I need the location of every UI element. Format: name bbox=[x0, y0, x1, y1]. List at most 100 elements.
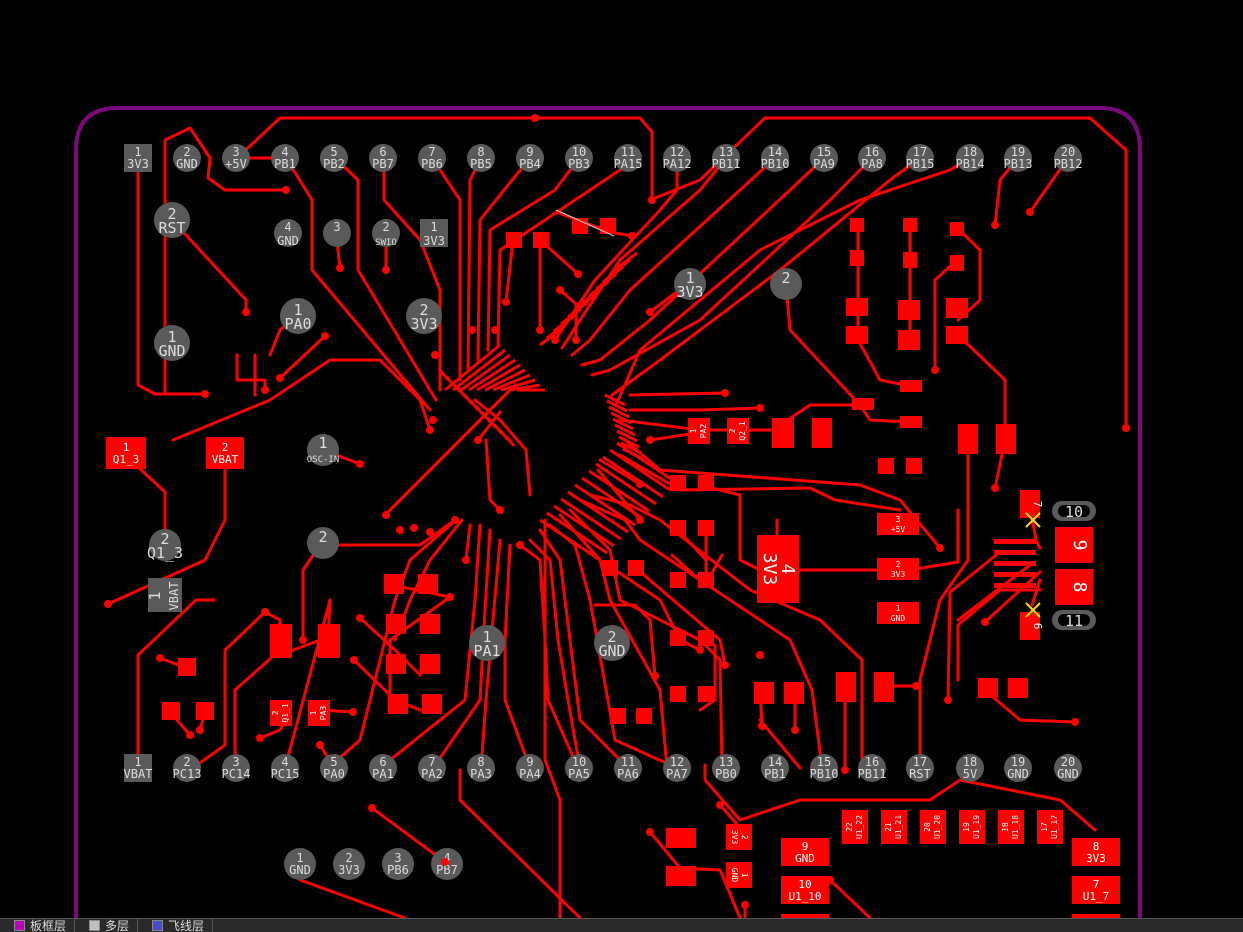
smd-pad[interactable] bbox=[670, 572, 686, 588]
usb-shield-pin-11[interactable]: 11 bbox=[1052, 610, 1096, 630]
smd-pad[interactable] bbox=[602, 560, 618, 576]
smd-pad[interactable] bbox=[670, 475, 686, 491]
smd-pad[interactable] bbox=[950, 255, 964, 271]
smd-pad[interactable] bbox=[772, 418, 794, 448]
usb-pin-7[interactable]: 7 bbox=[1020, 490, 1044, 518]
smd-pad[interactable] bbox=[898, 330, 920, 350]
smd-pad[interactable] bbox=[610, 708, 626, 724]
smd-pad[interactable] bbox=[950, 222, 964, 236]
smd-pad[interactable] bbox=[958, 424, 978, 454]
layer-tab-1[interactable]: 多层 bbox=[75, 919, 139, 932]
smd-pad[interactable] bbox=[946, 326, 968, 344]
smd-pad[interactable] bbox=[900, 380, 922, 392]
smd-pad[interactable] bbox=[388, 694, 408, 714]
smd-pad[interactable] bbox=[178, 658, 196, 676]
usb-pin-6[interactable]: 6 bbox=[1020, 612, 1044, 640]
smd-pad[interactable] bbox=[670, 520, 686, 536]
testpoint-2-b[interactable]: 2 bbox=[307, 527, 339, 559]
smd-pad[interactable] bbox=[384, 574, 404, 594]
usb-shield-pin-10[interactable]: 10 bbox=[1052, 501, 1096, 521]
smd-pad[interactable] bbox=[420, 654, 440, 674]
smd-pad[interactable] bbox=[600, 218, 616, 234]
smd-pad[interactable] bbox=[162, 702, 180, 720]
smd-pad[interactable] bbox=[1008, 678, 1028, 698]
smd-pad[interactable] bbox=[670, 686, 686, 702]
smd-pad[interactable] bbox=[422, 694, 442, 714]
smd-pad[interactable] bbox=[836, 672, 856, 702]
layer-tab-0[interactable]: 板框层 bbox=[0, 919, 76, 932]
testpoint-q1-3[interactable]: 2Q1_3 bbox=[147, 529, 183, 562]
smd-reg-5v[interactable]: 3+5V bbox=[877, 513, 919, 535]
smd-pad[interactable] bbox=[850, 250, 864, 266]
smd-pad[interactable] bbox=[670, 630, 686, 646]
smd-pad[interactable] bbox=[812, 418, 832, 448]
smd-pad[interactable] bbox=[628, 560, 644, 576]
smd-pad[interactable] bbox=[874, 672, 894, 702]
layer-tab-2[interactable]: 飞线层 bbox=[138, 919, 214, 932]
smd-pad[interactable] bbox=[420, 614, 440, 634]
smd-pad[interactable] bbox=[784, 682, 804, 704]
smd-pad[interactable] bbox=[196, 702, 214, 720]
smd-pad[interactable] bbox=[698, 686, 714, 702]
smd-pad[interactable] bbox=[666, 828, 696, 848]
smd-pad[interactable] bbox=[903, 218, 917, 232]
smd-pad[interactable] bbox=[946, 298, 968, 318]
smd-pad[interactable] bbox=[386, 614, 406, 634]
smd-pad[interactable] bbox=[900, 416, 922, 428]
smd-pad[interactable] bbox=[846, 326, 868, 344]
smd-pad[interactable] bbox=[698, 520, 714, 536]
usb-shield-pin-8[interactable]: 8 bbox=[1055, 569, 1093, 605]
smd-pad[interactable] bbox=[898, 300, 920, 320]
smd-pad[interactable] bbox=[906, 458, 922, 474]
swd-pin-3[interactable]: 3 bbox=[323, 219, 351, 247]
smd-pad[interactable] bbox=[636, 708, 652, 724]
smd-pad[interactable] bbox=[506, 232, 522, 248]
